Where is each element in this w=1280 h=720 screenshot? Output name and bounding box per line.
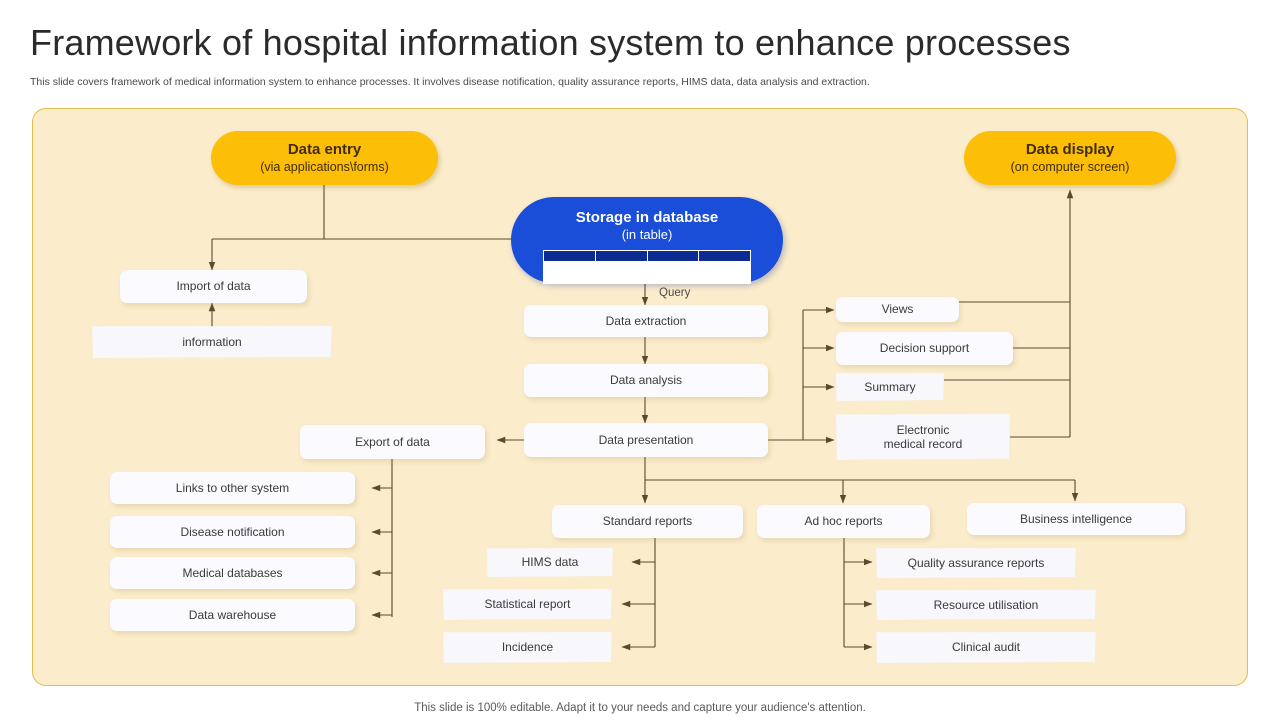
node-summary[interactable]: Summary: [836, 373, 944, 401]
node-storage-in-database[interactable]: Storage in database (in table): [511, 197, 783, 284]
data-entry-title: Data entry: [287, 141, 362, 158]
page-title: Framework of hospital information system…: [30, 22, 1071, 63]
node-statistical-report[interactable]: Statistical report: [443, 589, 612, 620]
node-resource-utilisation[interactable]: Resource utilisation: [876, 590, 1096, 620]
medical-databases-label: Medical databases: [182, 565, 283, 580]
node-standard-reports[interactable]: Standard reports: [552, 505, 743, 538]
node-views[interactable]: Views: [836, 297, 959, 322]
database-table-icon: [543, 249, 751, 284]
edge-label-query: Query: [659, 287, 691, 299]
business-intelligence-label: Business intelligence: [1019, 511, 1133, 526]
information-label: information: [182, 334, 242, 349]
node-business-intelligence[interactable]: Business intelligence: [967, 503, 1185, 535]
node-links-to-other-system[interactable]: Links to other system: [110, 472, 355, 504]
import-of-data-label: Import of data: [176, 279, 251, 294]
node-incidence[interactable]: Incidence: [443, 632, 612, 663]
summary-label: Summary: [864, 379, 916, 394]
quality-assurance-reports-label: Quality assurance reports: [907, 555, 1045, 570]
data-extraction-label: Data extraction: [605, 313, 687, 328]
data-presentation-label: Data presentation: [598, 432, 694, 447]
node-information[interactable]: information: [92, 326, 332, 358]
node-data-extraction[interactable]: Data extraction: [524, 305, 768, 337]
incidence-label: Incidence: [501, 640, 554, 655]
node-data-analysis[interactable]: Data analysis: [524, 364, 768, 397]
hims-data-label: HIMS data: [521, 555, 579, 570]
clinical-audit-label: Clinical audit: [951, 640, 1021, 655]
node-import-of-data[interactable]: Import of data: [120, 270, 307, 303]
storage-title: Storage in database: [575, 209, 719, 226]
node-quality-assurance-reports[interactable]: Quality assurance reports: [876, 548, 1076, 578]
export-of-data-label: Export of data: [355, 434, 430, 449]
storage-subtitle: (in table): [621, 227, 673, 242]
electronic-medical-record-line2: medical record: [883, 437, 963, 451]
electronic-medical-record-line1: Electronic: [896, 422, 950, 437]
slide-footer-note: This slide is 100% editable. Adapt it to…: [414, 702, 866, 714]
data-warehouse-label: Data warehouse: [188, 607, 277, 622]
data-display-subtitle: (on computer screen): [1010, 160, 1130, 174]
data-analysis-label: Data analysis: [609, 373, 683, 388]
node-data-entry[interactable]: Data entry (via applications\forms): [211, 131, 438, 185]
page-subtitle: This slide covers framework of medical i…: [30, 76, 870, 88]
node-decision-support[interactable]: Decision support: [836, 332, 1013, 365]
node-clinical-audit[interactable]: Clinical audit: [876, 632, 1096, 663]
views-label: Views: [881, 302, 914, 317]
resource-utilisation-label: Resource utilisation: [933, 597, 1039, 612]
data-entry-subtitle: (via applications\forms): [260, 160, 389, 174]
node-disease-notification[interactable]: Disease notification: [110, 516, 355, 548]
node-hims-data[interactable]: HIMS data: [487, 548, 613, 577]
statistical-report-label: Statistical report: [484, 597, 571, 612]
node-export-of-data[interactable]: Export of data: [300, 425, 485, 459]
decision-support-label: Decision support: [879, 341, 970, 356]
node-data-presentation[interactable]: Data presentation: [524, 423, 768, 457]
node-electronic-medical-record[interactable]: Electronic medical record: [836, 414, 1010, 460]
data-display-title: Data display: [1025, 141, 1115, 158]
ad-hoc-reports-label: Ad hoc reports: [804, 514, 883, 529]
disease-notification-label: Disease notification: [180, 524, 285, 539]
node-data-display[interactable]: Data display (on computer screen): [964, 131, 1176, 185]
links-to-other-system-label: Links to other system: [175, 480, 290, 495]
node-data-warehouse[interactable]: Data warehouse: [110, 599, 355, 631]
node-ad-hoc-reports[interactable]: Ad hoc reports: [757, 505, 930, 538]
node-medical-databases[interactable]: Medical databases: [110, 557, 355, 589]
standard-reports-label: Standard reports: [602, 514, 693, 529]
